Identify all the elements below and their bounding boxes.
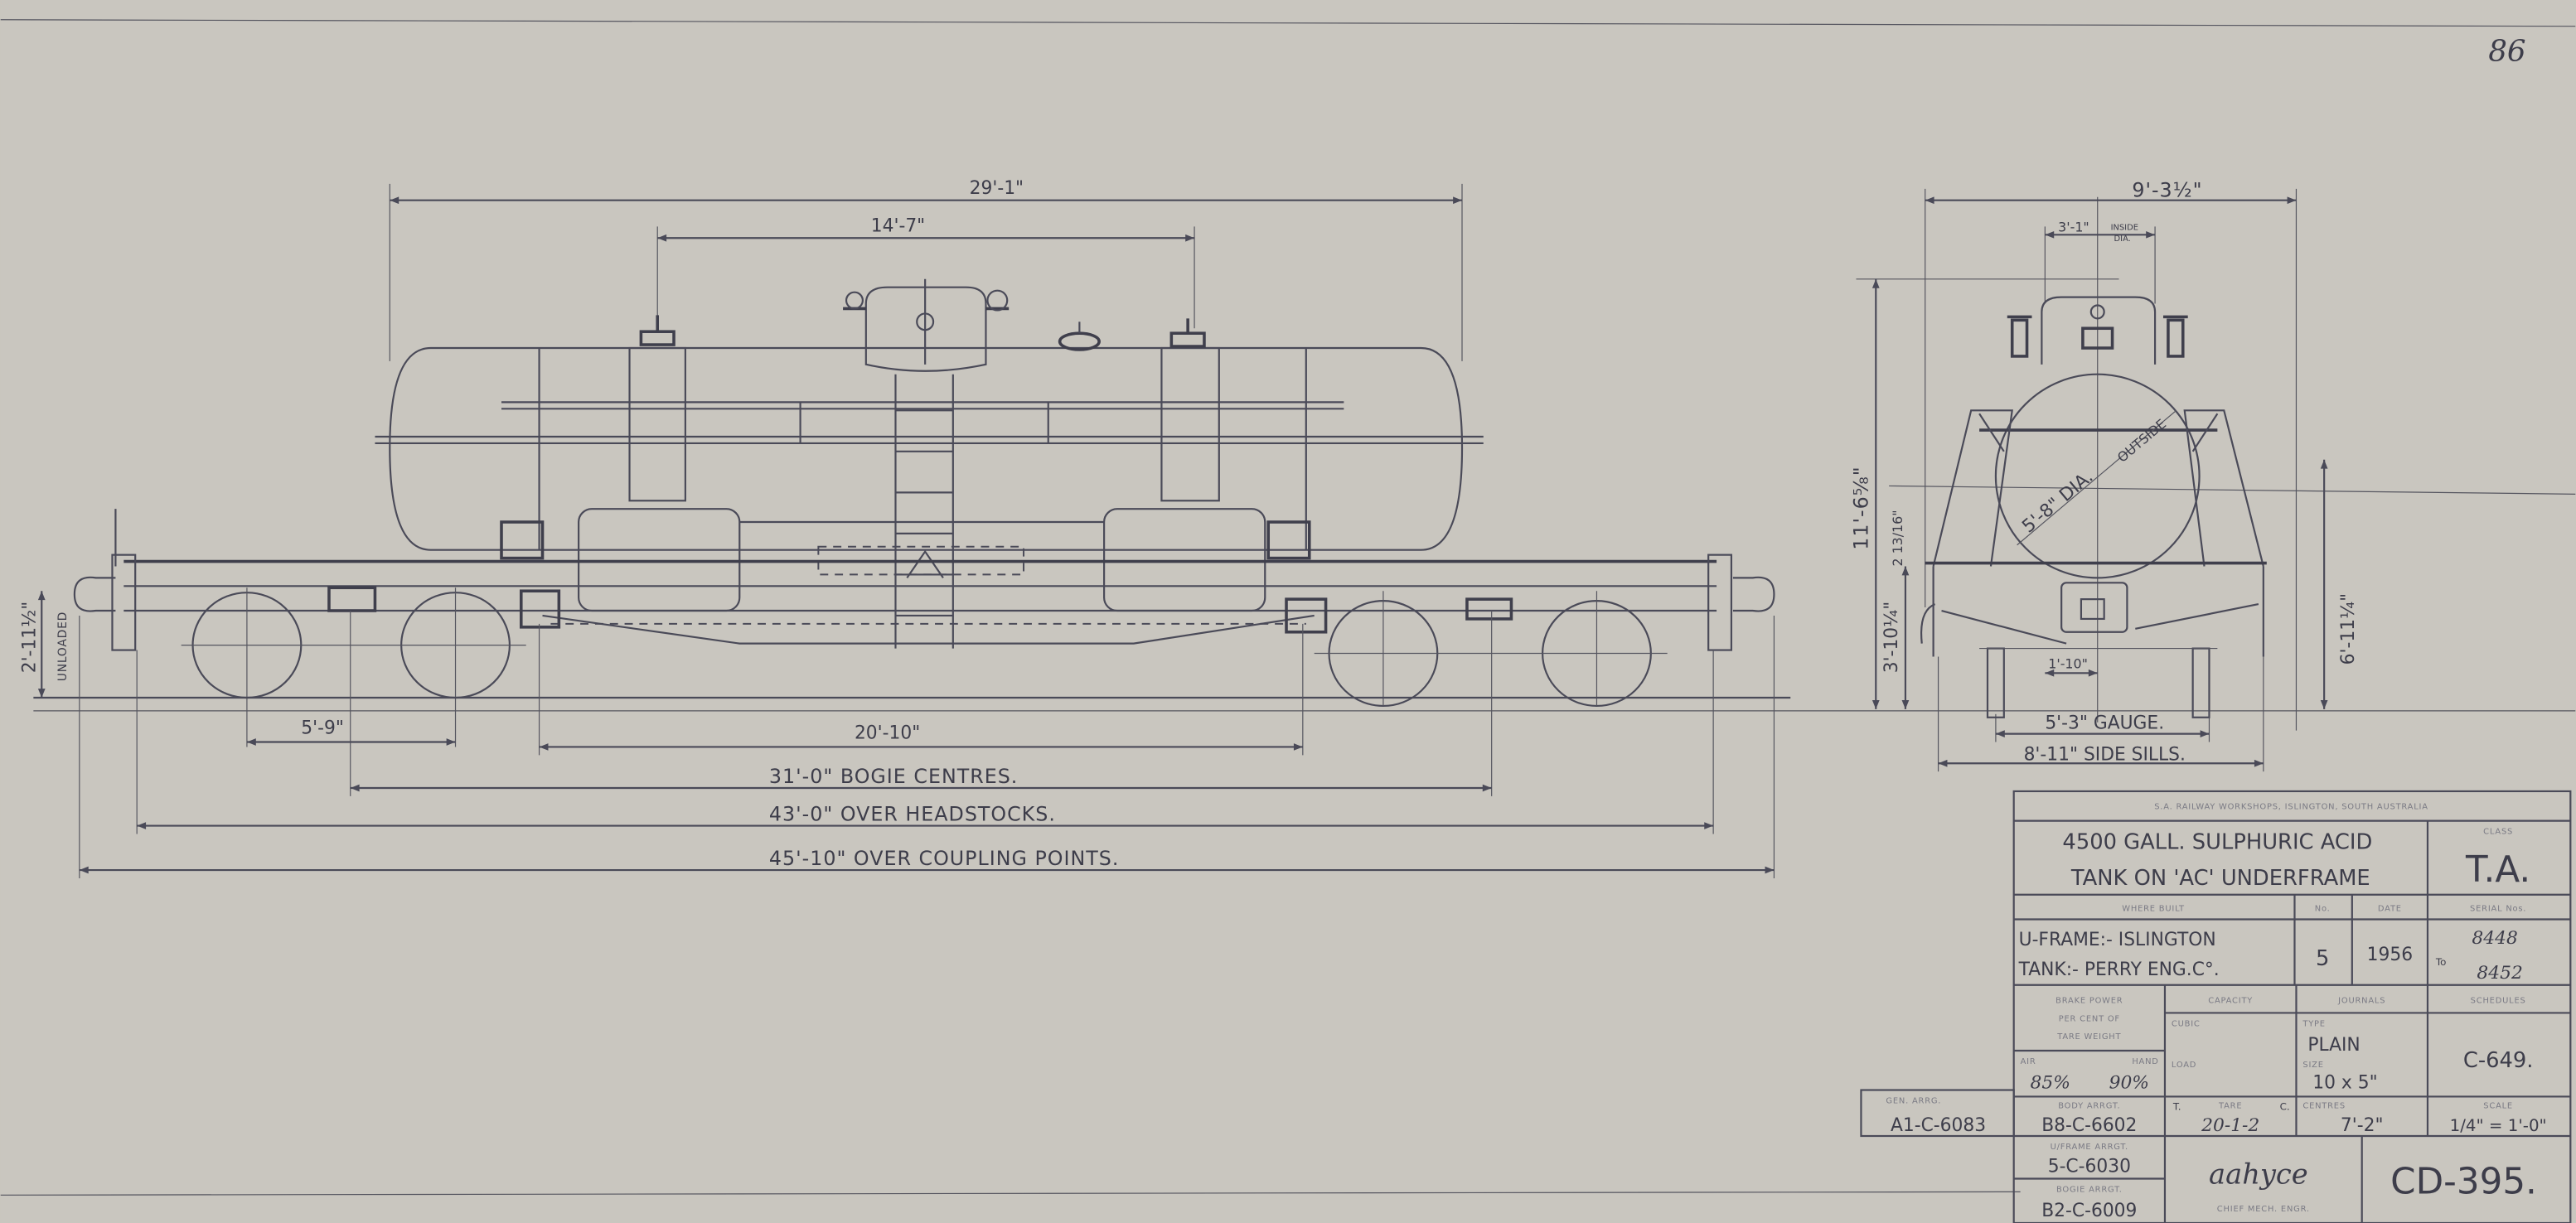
where-built-underframe: U-FRAME:- ISLINGTON (2019, 930, 2216, 950)
dim-side-sills: 8'-11" SIDE SILLS. (2024, 744, 2186, 765)
tank-cross-section (1994, 373, 2201, 579)
serial-to-label: To (2435, 956, 2447, 968)
where-built-label: WHERE BUILT (2122, 905, 2185, 914)
brake-power-label: PER CENT OF (2059, 1014, 2120, 1023)
dim-dome-spacing: 14'-7" (871, 215, 925, 236)
dim-outlet: 1'-10" (2048, 655, 2088, 671)
coupler (73, 509, 117, 612)
valve-icon (2162, 315, 2188, 358)
dim-dome-dia: 3'-1" (2058, 219, 2089, 234)
valve-icon (639, 315, 675, 346)
underframe (111, 553, 1733, 651)
side-view: 29'-1" 14'-7" (19, 178, 2576, 878)
number-label: No. (2315, 905, 2331, 914)
journal-centres: 7'-2" (2341, 1115, 2384, 1136)
drawing-title-line-2: TANK ON 'AC' UNDERFRAME (2070, 866, 2370, 891)
load-label: LOAD (2172, 1061, 2196, 1070)
cubic-label: CUBIC (2172, 1019, 2201, 1028)
hand-brake-label: HAND (2132, 1057, 2158, 1066)
schedule-number: C-649. (2463, 1048, 2534, 1073)
where-built-tank: TANK:- PERRY ENG.C°. (2018, 960, 2220, 980)
centres-label: CENTRES (2302, 1101, 2346, 1110)
schedules-label: SCHEDULES (2471, 997, 2526, 1006)
valve-icon (2007, 315, 2032, 358)
dim-saddle: 2 13/16" (1890, 510, 1905, 567)
dim-bogie-wheelbase: 5'-9" (301, 718, 344, 739)
gen-arrg: A1-C-6083 (1891, 1115, 1986, 1136)
drawing-title-line-1: 4500 GALL. SULPHURIC ACID (2062, 829, 2372, 854)
sheet-number: 86 (2488, 34, 2525, 68)
serial-label: SERIAL Nos. (2470, 905, 2526, 914)
capacity-label: CAPACITY (2208, 997, 2253, 1006)
journal-type: PLAIN (2307, 1035, 2360, 1056)
dim-over-headstocks: 43'-0" OVER HEADSTOCKS. (769, 803, 1056, 826)
brake-power-label: BRAKE POWER (2055, 997, 2123, 1006)
signature: aahyce (2209, 1158, 2308, 1190)
signatory-title: CHIEF MECH. ENGR. (2217, 1205, 2310, 1214)
coupler (1732, 576, 1775, 612)
date-label: DATE (2378, 905, 2402, 914)
tank-band (1160, 346, 1220, 502)
air-brake-label: AIR (2021, 1057, 2036, 1066)
body-arrgt-label: BODY ARRGT. (2058, 1101, 2120, 1110)
class-value: T.A. (2465, 849, 2530, 891)
scale-label: SCALE (2483, 1101, 2513, 1110)
tare-label: TARE (2218, 1101, 2242, 1110)
serial-from: 8448 (2472, 928, 2518, 949)
air-brake-value: 85% (2031, 1073, 2070, 1094)
dim-gauge: 5'-3" GAUGE. (2045, 713, 2164, 734)
bogie-arrgt-label: BOGIE ARRGT. (2056, 1185, 2123, 1194)
dim-sill-height: 3'-10¼" (1881, 602, 1902, 674)
workshop-header: S.A. RAILWAY WORKSHOPS, ISLINGTON, SOUTH… (2154, 803, 2428, 812)
bogie-arrgt: B2-C-6009 (2041, 1201, 2137, 1221)
serial-to: 8452 (2477, 963, 2522, 984)
hand-brake-value: 90% (2109, 1073, 2149, 1094)
dim-tank-length: 29'-1" (970, 178, 1024, 199)
tank-band (628, 346, 686, 502)
class-label: CLASS (2483, 827, 2513, 836)
manhole-icon (1058, 321, 1101, 351)
dim-cradle-centres: 20'-10" (855, 723, 920, 744)
journals-label: JOURNALS (2337, 997, 2385, 1006)
build-date: 1956 (2367, 945, 2413, 965)
dim-over-coupling-points: 45'-10" OVER COUPLING POINTS. (769, 847, 1119, 870)
body-arrgt: B8-C-6602 (2041, 1115, 2137, 1136)
dim-end-height: 11'-6⅝" (1849, 466, 1872, 549)
dim-buffer-height-note: UNLOADED (56, 612, 70, 681)
dim-dome-dia-note: DIA. (2114, 234, 2131, 244)
dim-side-height: 6'-11¼" (2338, 593, 2359, 665)
valve-icon (1169, 318, 1206, 348)
uframe-arrgt: 5-C-6030 (2048, 1157, 2131, 1177)
tank-barrel (389, 346, 1464, 551)
uframe-arrgt-label: U/FRAME ARRGT. (2051, 1143, 2128, 1152)
dim-buffer-height: 2'-11½" (19, 602, 40, 674)
dim-end-width: 9'-3½" (2132, 179, 2202, 202)
size-label: SIZE (2302, 1061, 2323, 1070)
dim-dome-dia-note: INSIDE (2111, 223, 2138, 232)
title-block: S.A. RAILWAY WORKSHOPS, ISLINGTON, SOUTH… (1860, 790, 2572, 1223)
dome (843, 278, 1010, 372)
type-label: TYPE (2302, 1019, 2325, 1028)
ladder (894, 374, 954, 649)
gen-arrg-label: GEN. ARRG. (1886, 1096, 1941, 1105)
drawing-number: CD-395. (2390, 1161, 2537, 1202)
brake-power-label: TARE WEIGHT (2056, 1032, 2121, 1042)
tare-weight: 20-1-2 (2201, 1115, 2259, 1136)
journal-size: 10 x 5" (2312, 1073, 2377, 1094)
drawing-scale: 1/4" = 1'-0" (2450, 1116, 2547, 1135)
quantity-built: 5 (2316, 946, 2329, 971)
dim-bogie-centres: 31'-0" BOGIE CENTRES. (769, 765, 1018, 788)
tare-cwt-label: C. (2280, 1100, 2290, 1112)
tare-tons-label: T. (2172, 1100, 2181, 1112)
